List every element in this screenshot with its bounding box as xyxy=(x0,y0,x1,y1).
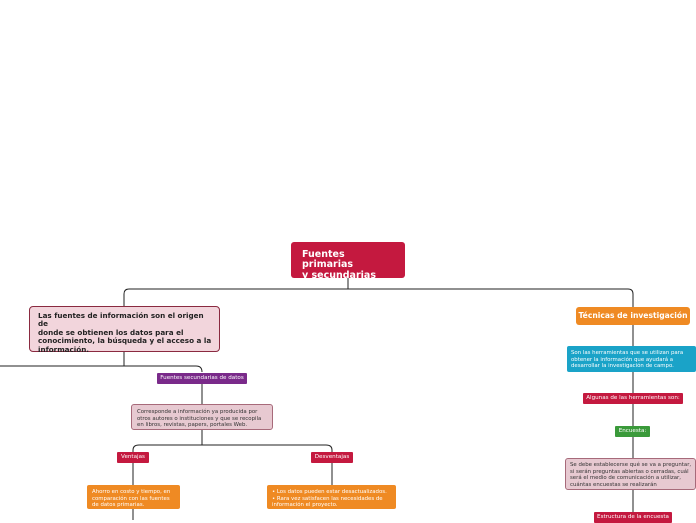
central-topic-text: Fuentes primarias y secundarias xyxy=(302,249,376,281)
techniques-description-node[interactable]: Son las herramientas que se utilizan par… xyxy=(567,346,696,372)
advantages-description-node[interactable]: Ahorro en costo y tiempo, en comparación… xyxy=(87,485,180,509)
link-branch-bar xyxy=(123,288,634,307)
survey-description-text: Se debe establecerse qué se va a pregunt… xyxy=(570,462,692,488)
advantages-label: Ventajas xyxy=(121,454,145,460)
techniques-description-text: Son las herramientas que se utilizan par… xyxy=(571,350,684,370)
secondary-sources-node[interactable]: Fuentes secundarias de datos xyxy=(157,373,247,384)
advantages-description-text: Ahorro en costo y tiempo, en comparación… xyxy=(92,489,171,509)
link-to-secondary xyxy=(124,365,203,373)
link-split-bar xyxy=(132,444,333,452)
disadvantages-description-text: • Los datos pueden estar desactualizados… xyxy=(272,489,387,509)
survey-label: Encuesta: xyxy=(618,428,647,434)
advantages-node[interactable]: Ventajas xyxy=(117,452,149,463)
disadvantages-description-node[interactable]: • Los datos pueden estar desactualizados… xyxy=(267,485,396,509)
survey-structure-node[interactable]: Estructura de la encuesta xyxy=(594,512,672,523)
definition-text: Las fuentes de información son el origen… xyxy=(38,311,212,354)
central-topic[interactable]: Fuentes primarias y secundarias xyxy=(291,242,405,281)
survey-node[interactable]: Encuesta: xyxy=(615,426,650,437)
survey-structure-label: Estructura de la encuesta xyxy=(597,514,669,520)
some-tools-node[interactable]: Algunas de las herramientas son: xyxy=(583,393,683,404)
definition-node[interactable]: Las fuentes de información son el origen… xyxy=(29,306,220,354)
techniques-node[interactable]: Técnicas de investigación xyxy=(576,307,690,325)
secondary-sources-label: Fuentes secundarias de datos xyxy=(160,375,244,381)
survey-description-node[interactable]: Se debe establecerse qué se va a pregunt… xyxy=(565,458,696,490)
techniques-label: Técnicas de investigación xyxy=(578,311,688,320)
secondary-description-node[interactable]: Corresponde a información ya producida p… xyxy=(131,404,273,430)
disadvantages-label: Desventajas xyxy=(314,454,350,460)
disadvantages-node[interactable]: Desventajas xyxy=(311,452,353,463)
secondary-description-text: Corresponde a información ya producida p… xyxy=(137,409,262,429)
some-tools-label: Algunas de las herramientas son: xyxy=(586,395,680,401)
